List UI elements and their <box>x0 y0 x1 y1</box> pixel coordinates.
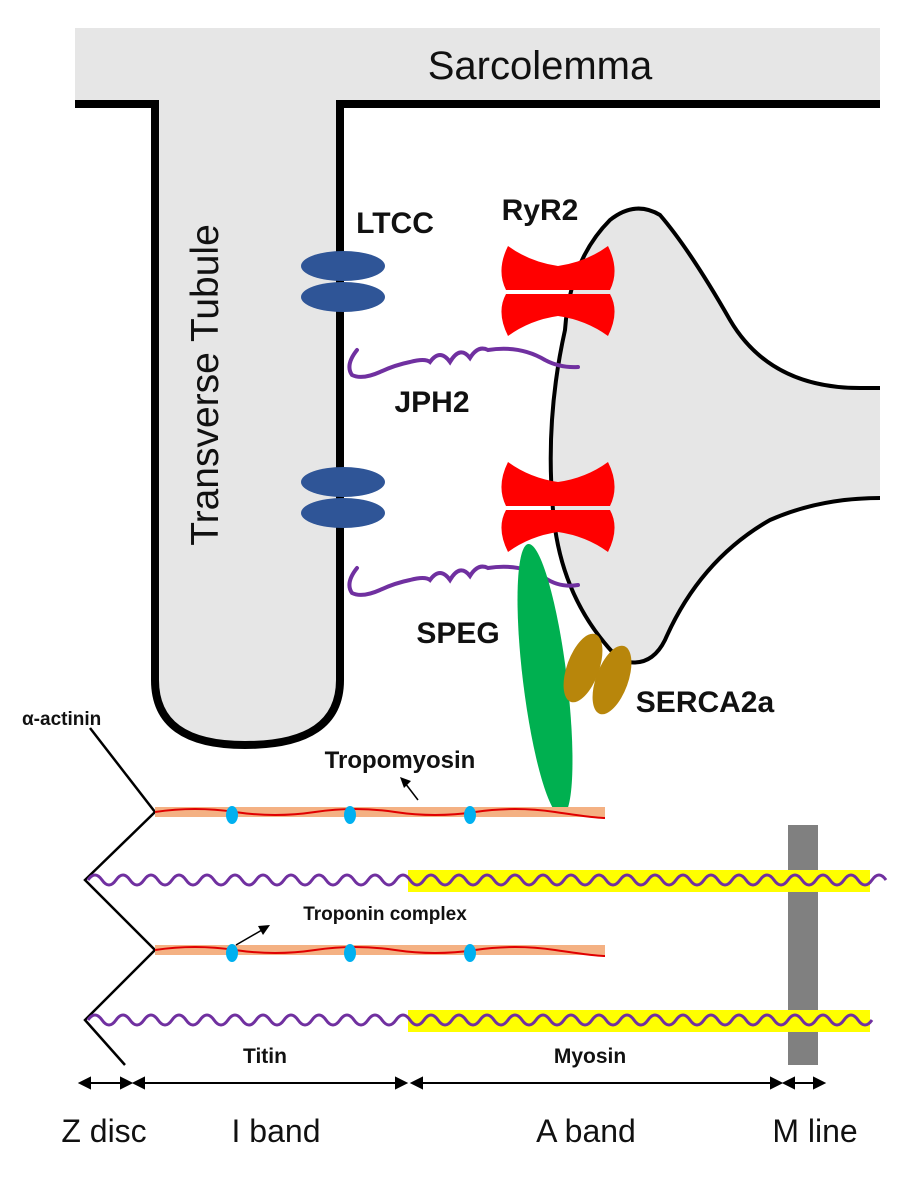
troponin-complex-label: Troponin complex <box>303 904 467 925</box>
jph2-upper <box>347 346 580 379</box>
tropomyosin-arrow <box>404 782 419 801</box>
a-band-label: A band <box>536 1113 636 1149</box>
alpha-actinin-zigzag <box>83 727 157 1066</box>
ryr2-label: RyR2 <box>502 194 579 227</box>
sarcoplasmic-reticulum <box>548 206 881 665</box>
transverse-tubule-shape <box>155 104 340 745</box>
ltcc-label: LTCC <box>356 207 434 240</box>
membrane-outline <box>75 100 880 750</box>
actin-band-upper <box>155 807 605 817</box>
jph2-label: JPH2 <box>394 386 469 419</box>
transverse-tubule-label: Transverse Tubule <box>184 224 227 546</box>
region-arrows <box>77 1076 827 1090</box>
ryr2-channel-upper <box>501 246 615 336</box>
myosin-band-lower <box>408 1010 870 1032</box>
troponin-lower <box>226 944 476 962</box>
troponin-arrowhead <box>258 925 270 935</box>
myosin-label: Myosin <box>554 1045 626 1068</box>
speg-protein <box>517 543 573 817</box>
sarcolemma-label: Sarcolemma <box>428 44 653 88</box>
i-band-label: I band <box>232 1113 321 1149</box>
ltcc-channel-upper <box>301 251 385 312</box>
ltcc-channel-lower <box>301 467 385 528</box>
troponin-upper <box>226 806 476 824</box>
speg-label: SPEG <box>416 617 499 650</box>
tropomyosin-label: Tropomyosin <box>325 747 476 774</box>
myosin-band-upper <box>408 870 870 892</box>
actin-band-lower <box>155 945 605 955</box>
z-disc-label: Z disc <box>61 1113 146 1149</box>
titin-wave-upper <box>86 873 888 887</box>
m-line-label: M line <box>772 1113 857 1149</box>
troponin-arrow <box>235 929 263 946</box>
alpha-actinin-label: α-actinin <box>22 709 101 730</box>
tropomyosin-arrowhead <box>400 777 411 788</box>
serca2a-pump <box>563 633 632 715</box>
titin-wave-lower <box>86 1013 874 1027</box>
ryr2-channel-lower <box>501 462 615 552</box>
titin-label: Titin <box>243 1045 287 1068</box>
sarcolemma-membrane <box>75 28 880 106</box>
jph2-lower <box>347 564 580 597</box>
serca2a-label: SERCA2a <box>636 686 775 719</box>
